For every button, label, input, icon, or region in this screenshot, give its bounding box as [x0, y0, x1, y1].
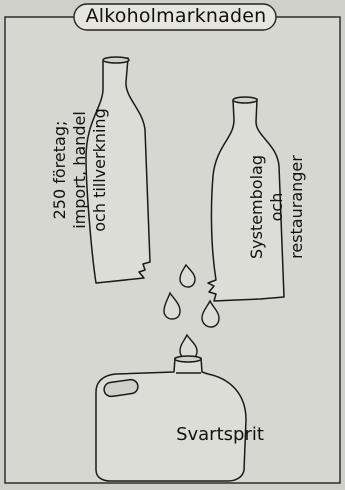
- left-bottle-line-3: och tillverkning: [90, 95, 110, 245]
- left-bottle-line-1: 250 företag;: [50, 95, 70, 245]
- left-bottle-line-2: import, handel: [70, 95, 90, 245]
- right-bottle-label: Systembolag och restauranger: [247, 132, 307, 282]
- right-bottle-line-1: Systembolag: [247, 132, 267, 282]
- canister-label: Svartsprit: [160, 424, 280, 446]
- left-bottle-label: 250 företag; import, handel och tillverk…: [50, 95, 110, 245]
- right-bottle-line-2: och: [267, 132, 287, 282]
- right-bottle-line-3: restauranger: [287, 132, 307, 282]
- title: Alkoholmarknaden: [78, 3, 274, 29]
